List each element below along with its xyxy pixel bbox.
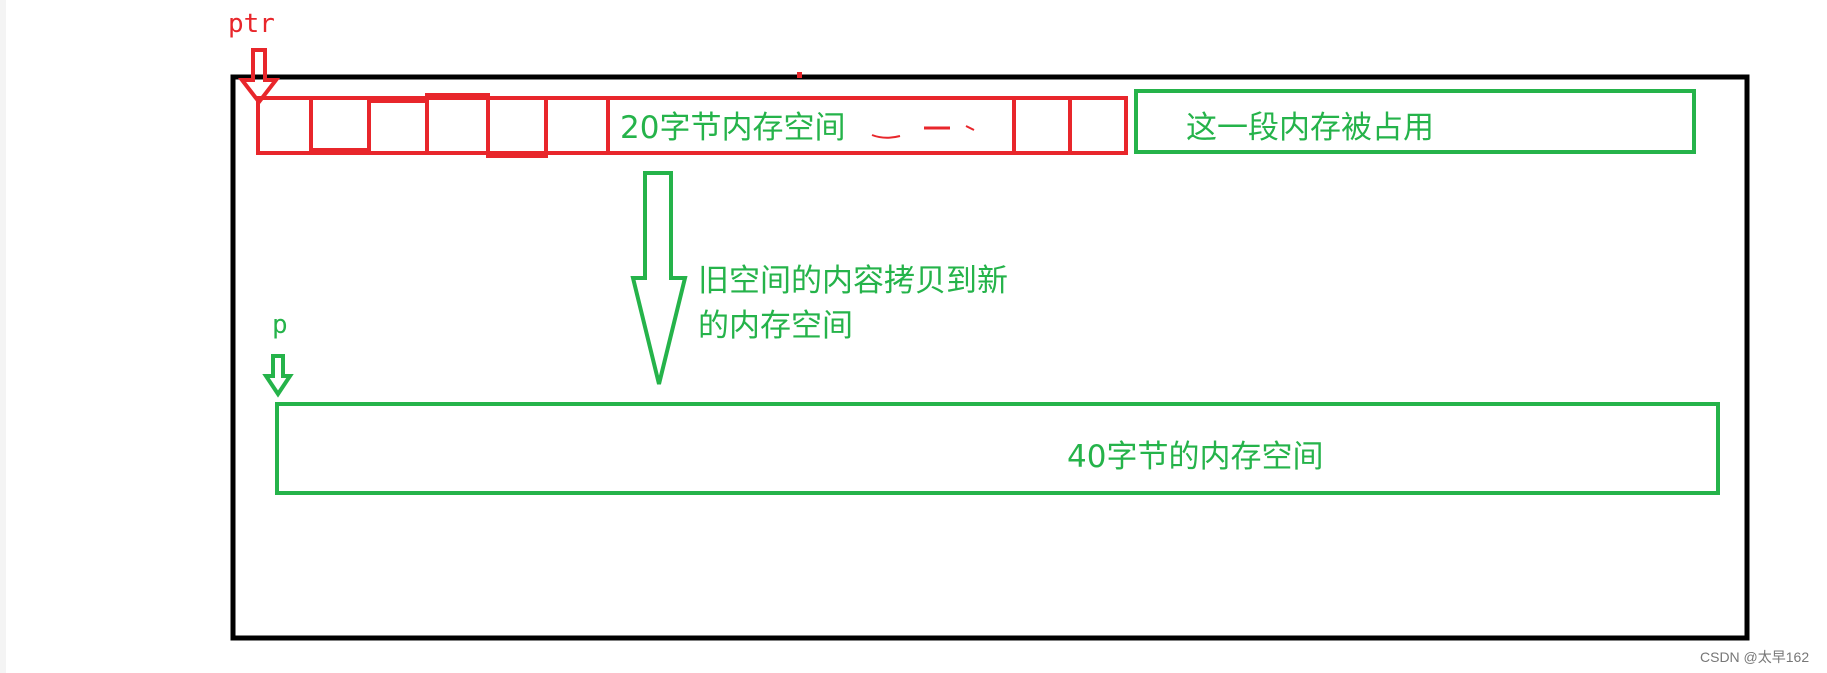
p-label: p: [272, 310, 288, 340]
ptr-arrow-icon: [237, 48, 281, 106]
ellipsis-scribble: [965, 125, 975, 131]
byte-cell: [256, 96, 313, 155]
new-memory-block: [275, 402, 1720, 495]
byte-cell: [425, 93, 490, 155]
copy-note-line1: 旧空间的内容拷贝到新: [698, 263, 1008, 299]
copy-arrow-icon: [630, 171, 688, 385]
byte-cell: [309, 96, 371, 152]
byte-cell: [367, 99, 429, 155]
memory-frame: [230, 74, 1750, 641]
stray-mark: [797, 72, 802, 78]
copy-note-line2: 的内存空间: [698, 308, 853, 344]
byte-cell: [1012, 96, 1072, 155]
byte-cell: [544, 96, 610, 155]
byte-cell: [486, 96, 548, 158]
ptr-label: ptr: [228, 9, 275, 39]
occupied-label: 这一段内存被占用: [1186, 110, 1434, 146]
byte-cell: [1068, 96, 1128, 155]
old-memory-block: 20字节内存空间: [256, 93, 1128, 158]
occupied-memory-block: [1134, 89, 1696, 154]
new-block-label: 40字节的内存空间: [1067, 439, 1323, 475]
watermark: CSDN @太早162: [1700, 649, 1809, 665]
old-block-label: 20字节内存空间: [620, 110, 845, 146]
ellipsis-scribble: [871, 134, 901, 139]
left-margin-strip: [0, 0, 6, 673]
p-arrow-icon: [262, 354, 294, 398]
